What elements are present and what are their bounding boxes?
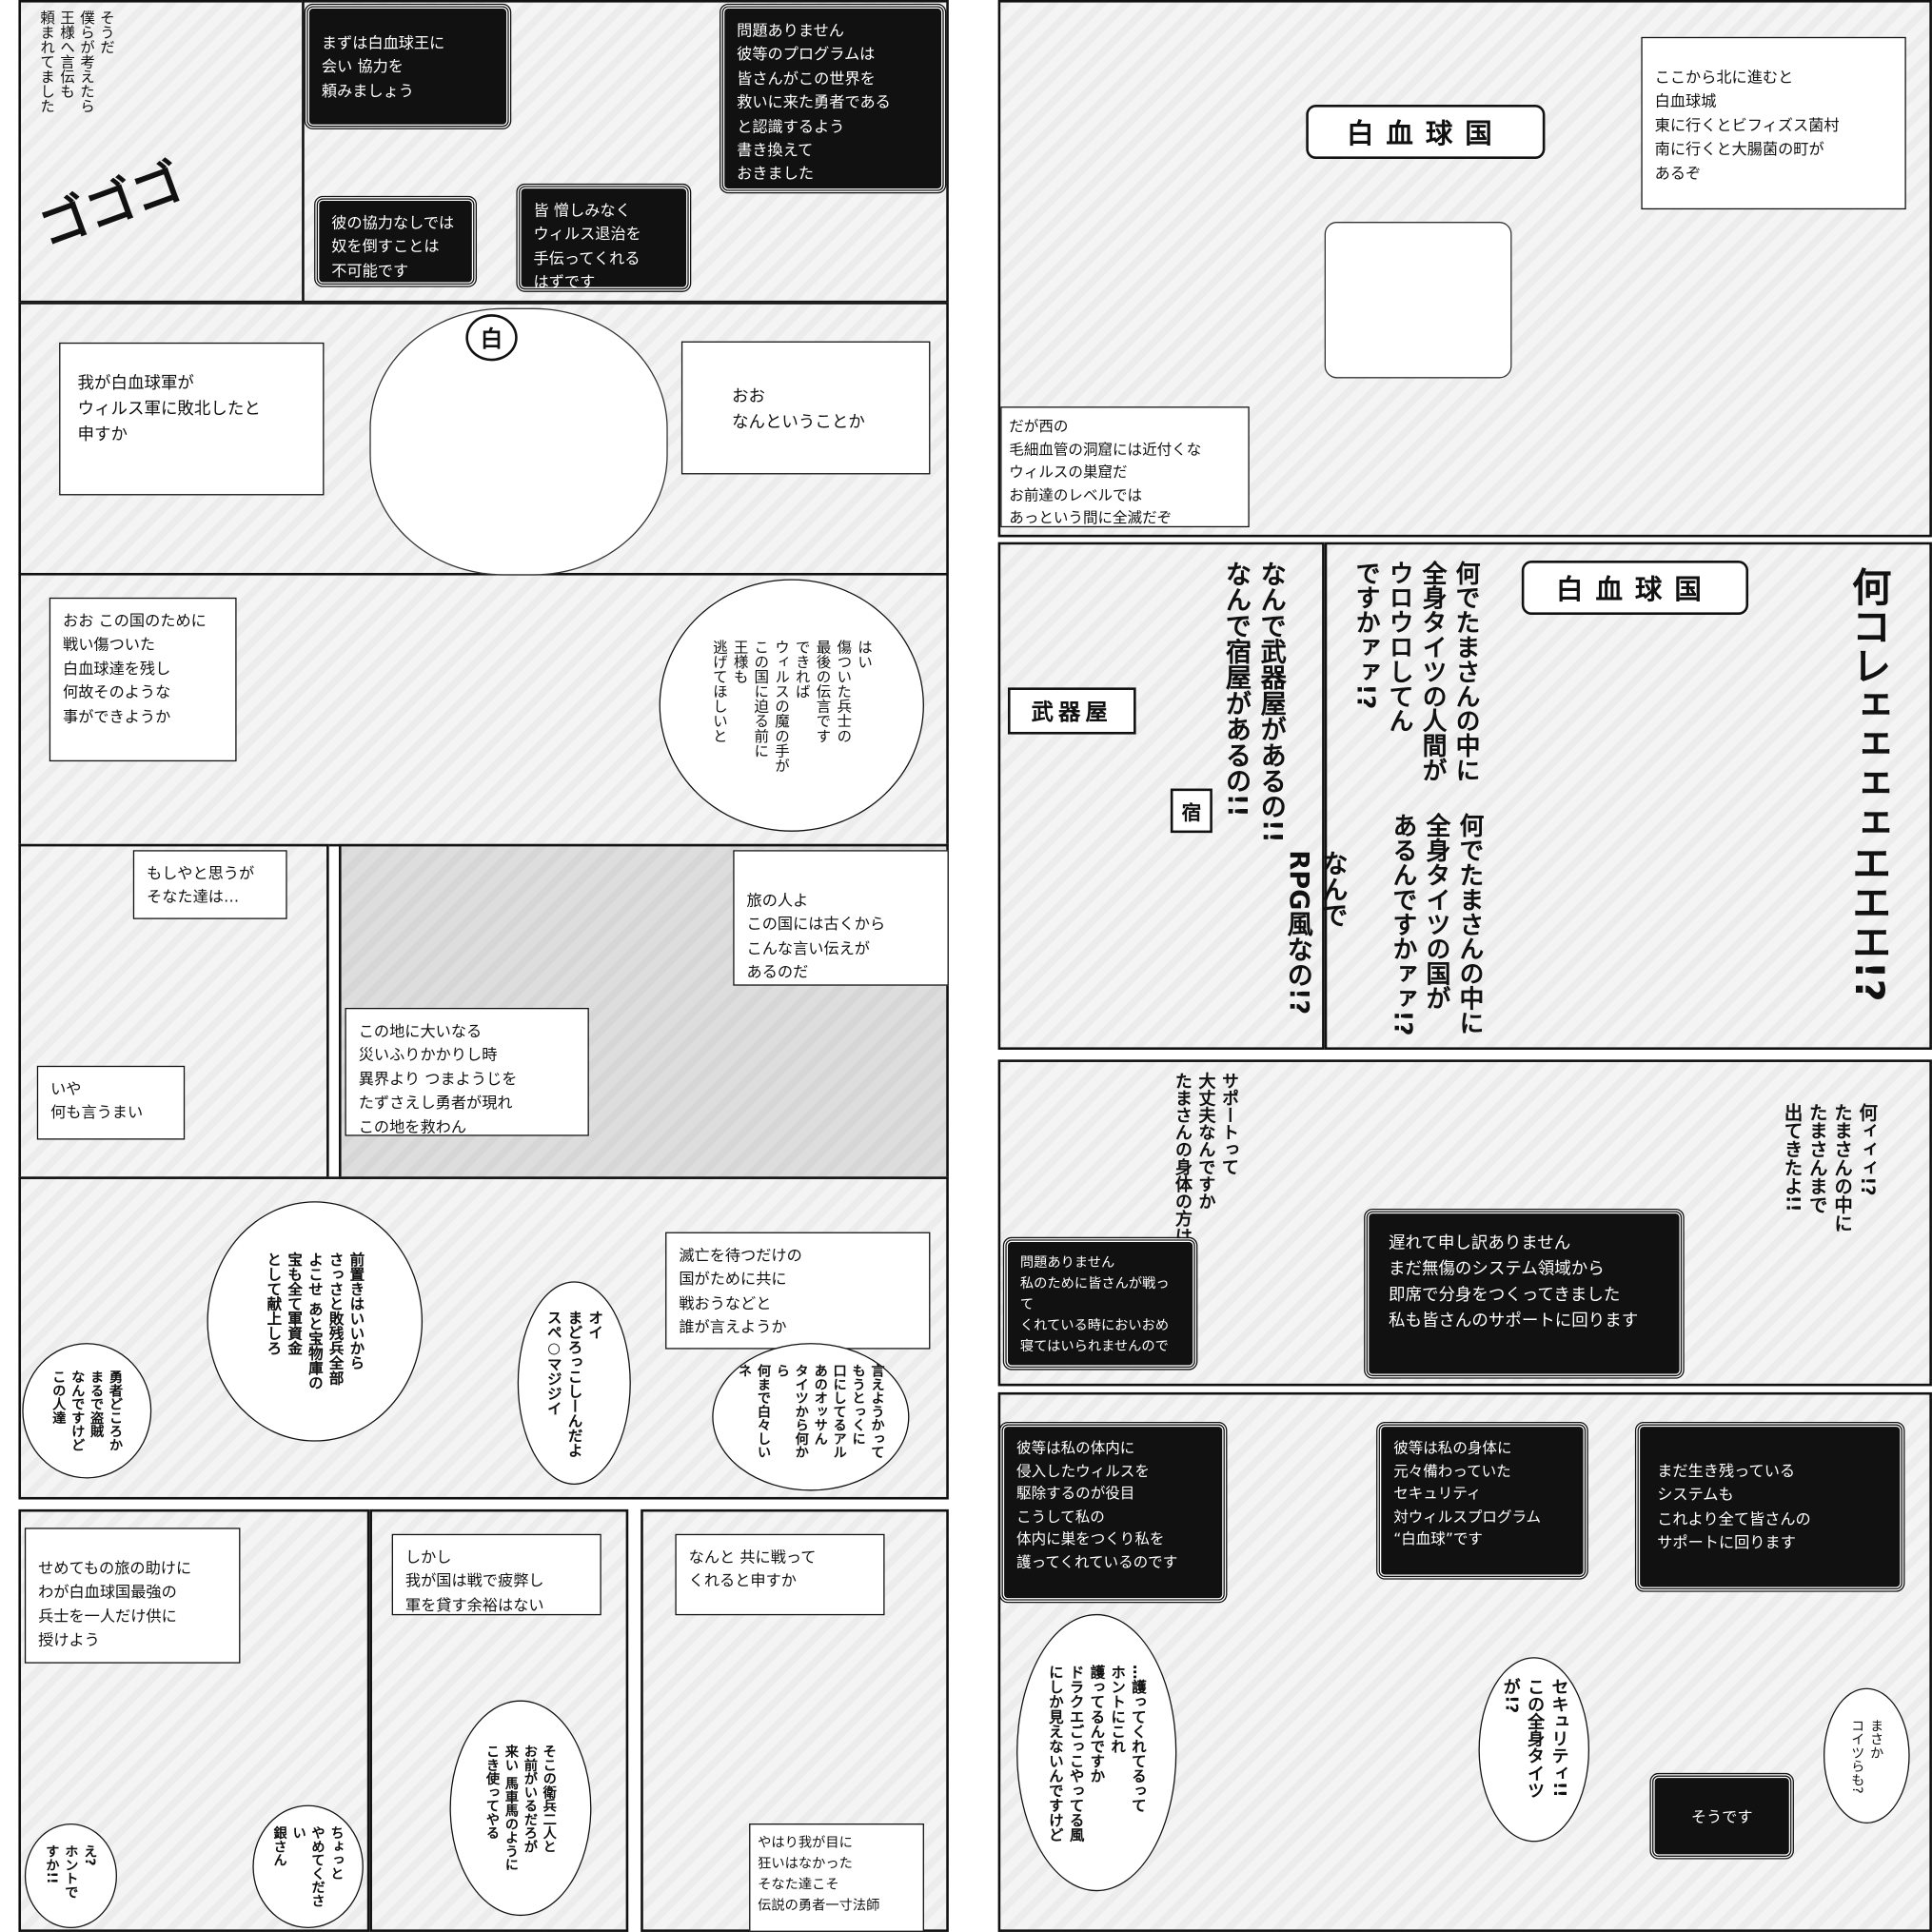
speech-bubble: そこの衛兵二人と お前がいるだろが 来い 馬車馬のように こき使ってやる — [449, 1700, 592, 1917]
crown-emblem: 白 — [465, 314, 518, 362]
panel-r3 — [1324, 542, 1932, 1050]
speech-bubble: はい 傷ついた兵士の 最後の伝言です できれば ウィルスの魔の手が この国に迫る… — [659, 579, 924, 832]
caption-box: 彼の協力なしでは 奴を倒すことは 不可能です — [314, 195, 478, 287]
speech-bubble: 言えようかって もうとっくに 口にしてるアル あのオッサん タイツから何から 何… — [712, 1343, 910, 1491]
speech-bubble: オイ まどろっこしーんだよ スペ○マジジイ — [517, 1281, 631, 1485]
king-face — [369, 307, 668, 576]
caption-box: 我が白血球軍が ウィルス軍に敗北したと 申すか — [59, 342, 325, 496]
caption-box: 旅の人よ この国には古くから こんな言い伝えが あるのだ — [733, 850, 949, 986]
speech-bubble: 勇者どころか まるで盗賊 なんですけど この人達 — [22, 1343, 152, 1479]
caption-box: 皆 憎しみなく ウィルス退治を 手伝ってくれる はずです — [516, 183, 692, 292]
speech-bubble: え? ホントですか!! — [24, 1824, 117, 1929]
speech-bubble: ちょっと やめてください 銀さん — [252, 1804, 364, 1929]
shout-text: なんで RPG風なの!? — [1284, 850, 1350, 1015]
caption-box: せめてもの旅の助けに わが白血球国最強の 兵士を一人だけ供に 授けよう — [24, 1528, 241, 1664]
panel-r2 — [997, 542, 1325, 1050]
character-group — [1324, 222, 1512, 379]
caption-box: ここから北に進むと 白血球城 東に行くとビフィズス菌村 南に行くと大腸菌の町が … — [1641, 36, 1906, 210]
caption-box: まだ生き残っている システムも これより全て皆さんの サポートに回ります — [1634, 1421, 1905, 1592]
inn-sign: 宿 — [1170, 788, 1212, 834]
caption-box: おお なんということか — [680, 341, 931, 475]
caption-box: だが西の 毛細血管の洞窟には近付くな ウィルスの巣窟だ お前達のレベルでは あっ… — [1000, 406, 1250, 528]
caption-box: 問題ありません 彼等のプログラムは 皆さんがこの世界を 救いに来た勇者である と… — [720, 3, 947, 194]
caption-box: いや 何も言うまい — [36, 1065, 186, 1140]
gate-sign: 白血球国 — [1306, 105, 1546, 160]
caption-box: しかし 我が国は戦で疲弊し 軍を貸す余裕はない — [391, 1533, 601, 1616]
caption-box: 問題ありません 私のために皆さんが戦って くれている時においおめ 寝てはいられま… — [1002, 1236, 1198, 1370]
shout-text: 何でたまさんの中に 全身タイツの人間が ウロウロしてん ですかァァ!? — [1351, 561, 1482, 783]
narration: そうだ 僕らが考えたら 王様へ言伝も 頼まれてました — [38, 10, 116, 114]
speech-bubble: まさか コイツらも? — [1824, 1687, 1910, 1824]
shout-text: 何でたまさんの中に 全身タイツの国が あるんですかァァ!? — [1389, 813, 1485, 1036]
speech-text: 何ィィィ!? たまさんの中に たまさんまで 出てきたよ!! — [1782, 1102, 1880, 1232]
speech-text: サポートって 大丈夫なんですか たまさんの身体の方は — [1173, 1072, 1239, 1245]
caption-box: おお この国のために 戦い傷ついた 白血球達を残し 何故そのような 事ができよう… — [49, 597, 237, 762]
shout-text: 何コレェェェェエエエ!? — [1845, 566, 1893, 1002]
shop-sign: 武器屋 — [1007, 687, 1136, 735]
caption-box: 彼等は私の身体に 元々備わっていた セキュリティ 対ウィルスプログラム “白血球… — [1376, 1421, 1588, 1580]
caption-box: 彼等は私の体内に 侵入したウィルスを 駆除するのが役目 こうして私の 体内に巣を… — [998, 1421, 1228, 1604]
caption-box: この地に大いなる 災いふりかかりし時 異界より つまようじを たずさえし勇者が現… — [345, 1007, 589, 1136]
gate-sign: 白血球国 — [1521, 561, 1749, 616]
shout-text: なんで武器屋があるの!! なんで宿屋があるの!! — [1222, 561, 1288, 843]
caption-box: なんと 共に戦って くれると申すか — [675, 1533, 885, 1616]
caption-box: 滅亡を待つだけの 国がために共に 戦おうなどと 誰が言えようか — [665, 1232, 931, 1350]
speech-bubble: セキュリティ!! この全身タイツが!? — [1478, 1657, 1590, 1843]
caption-box: 遅れて申し訳ありません まだ無傷のシステム領域から 即席で分身をつくってきました… — [1364, 1209, 1685, 1379]
caption-box: もしやと思うが そなた達は… — [132, 850, 287, 919]
caption-box: そうです — [1649, 1772, 1794, 1860]
speech-bubble: 前置きはいいから さっさと敗残兵全部 よこせ あと宝物庫の 宝も全て軍資金 とし… — [207, 1201, 424, 1442]
panel-l1 — [18, 0, 305, 304]
caption-box: やはり我が目に 狂いはなかった そなた達こそ 伝説の勇者一寸法師 — [749, 1824, 924, 1932]
caption-box: まずは白血球王に 会い 協力を 頼みましょう — [304, 3, 512, 129]
speech-bubble: …護ってくれてるって ホントにこれ 護ってるんですか ドラクエごっこやってる風 … — [1016, 1613, 1177, 1892]
